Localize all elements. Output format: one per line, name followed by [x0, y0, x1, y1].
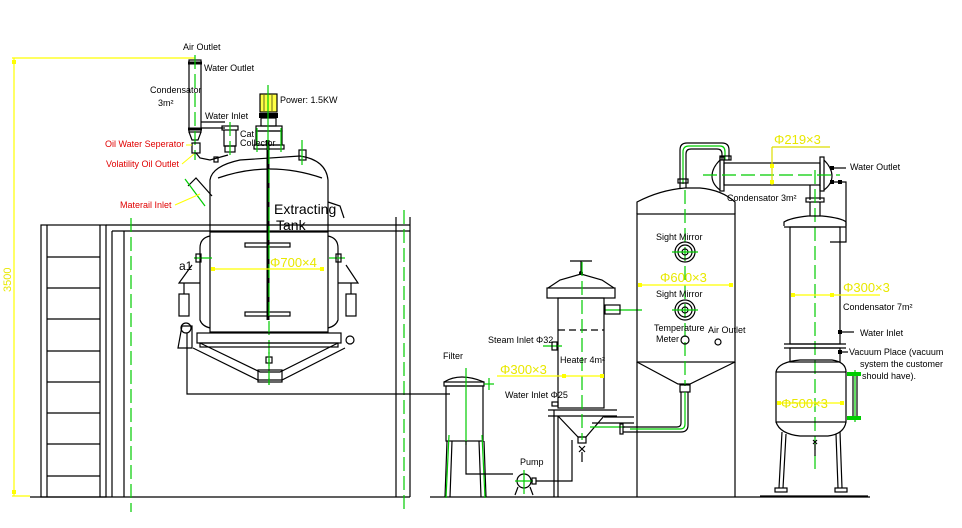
condenser-water-outlet-label: Water Outlet — [850, 162, 901, 172]
cat-collector-line1: Cat — [240, 129, 255, 139]
pump — [514, 440, 573, 496]
vertical-condenser — [783, 215, 854, 363]
steam-inlet-label: Steam Inlet Φ32 — [488, 335, 553, 345]
tank-water-inlet-label: Water Inlet — [205, 111, 249, 121]
temperature-meter-line2: Meter — [656, 334, 679, 344]
tank-water-outlet-label: Water Outlet — [204, 63, 255, 73]
heater-diameter-dimension: Φ300×3 — [497, 362, 604, 378]
volatility-oil-outlet-label: Volatility Oil Outlet — [106, 159, 180, 169]
condenser-label-line1: Condensator — [150, 85, 202, 95]
horizontal-condenser — [703, 156, 847, 470]
horizontal-condenser-label: Condensator 3m² — [727, 193, 797, 203]
vertical-condenser-diameter-dimension: Φ300×3 — [791, 280, 890, 297]
overall-height-dimension: 3500 — [2, 57, 195, 497]
heater-diameter-label: Φ300×3 — [500, 362, 547, 377]
heater-label: Heater 4m² — [560, 355, 605, 365]
heater-vessel — [543, 260, 642, 497]
tank-marker-a1: a1 — [179, 259, 193, 273]
temperature-meter-line1: Temperature — [654, 323, 705, 333]
tank-diameter-dimension: Φ700×4 — [211, 255, 324, 271]
evaporator-vessel — [619, 142, 736, 497]
extracting-tank-title-line2: Tank — [276, 217, 307, 233]
condenser-3m2-column — [188, 55, 239, 163]
evaporator-diameter-dimension: Φ600×3 — [638, 270, 733, 287]
evaporator-air-outlet-label: Air Outlet — [708, 325, 746, 335]
vacuum-place-line1: Vacuum Place (vacuum — [849, 347, 943, 357]
pump-label: Pump — [520, 457, 544, 467]
evaporator-diameter-label: Φ600×3 — [660, 270, 707, 285]
oil-water-separator-label: Oil Water Seperator — [105, 139, 184, 149]
cat-collector-line2: Collector — [240, 138, 276, 148]
sight-mirror-2-label: Sight Mirror — [656, 289, 703, 299]
tank-air-outlet-label: Air Outlet — [183, 42, 221, 52]
vacuum-place-line2: system the customer — [860, 359, 943, 369]
heater-water-inlet-label: Water Inlet Φ25 — [505, 390, 568, 400]
extracting-tank-title-line1: Extracting — [274, 201, 336, 217]
tank-diameter-label: Φ700×4 — [270, 255, 317, 270]
vertical-condenser-diameter-label: Φ300×3 — [843, 280, 890, 295]
vertical-condenser-label: Condensator 7m² — [843, 302, 913, 312]
platform-ladder — [40, 210, 411, 512]
extracting-tank — [177, 140, 450, 395]
horizontal-condenser-diameter-dimension: Φ219×3 — [770, 132, 830, 185]
receiver-diameter-label: Φ500×3 — [781, 396, 828, 411]
filter-label: Filter — [443, 351, 463, 361]
horizontal-condenser-diameter-label: Φ219×3 — [774, 132, 821, 147]
condenser-label-line2: 3m² — [158, 98, 174, 108]
material-inlet-label: Materail Inlet — [120, 200, 172, 210]
sight-mirror-1-label: Sight Mirror — [656, 232, 703, 242]
receiver-tank — [760, 359, 868, 497]
receiver-diameter-dimension: Φ500×3 — [777, 396, 844, 411]
filter-vessel — [443, 368, 513, 499]
vertical-condenser-water-inlet-label: Water Inlet — [860, 328, 904, 338]
agitator-motor — [253, 85, 285, 152]
overall-height-label: 3500 — [2, 268, 14, 292]
motor-power-label: Power: 1.5KW — [280, 95, 338, 105]
vacuum-place-line3: should have). — [862, 371, 916, 381]
